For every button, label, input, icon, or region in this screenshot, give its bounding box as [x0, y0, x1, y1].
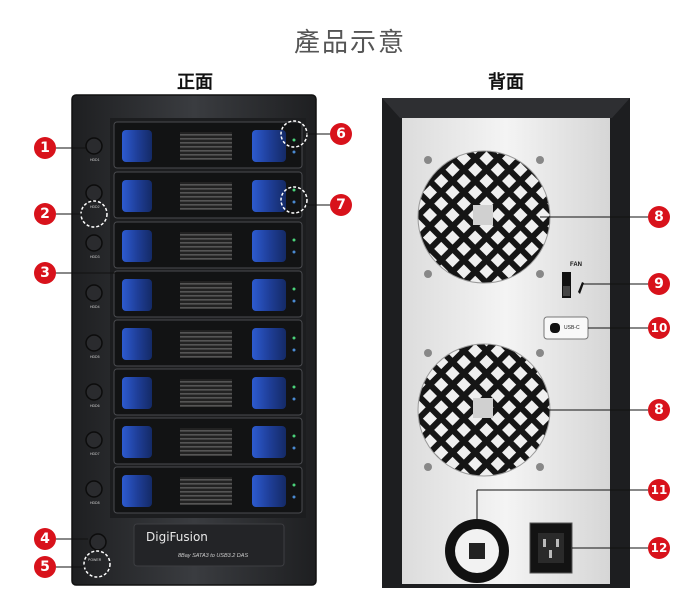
callout-1-badge: 1 — [34, 137, 56, 159]
callout-6-badge: 6 — [330, 123, 352, 145]
back-leader-lines — [476, 216, 648, 549]
back-view-label: 背面 — [488, 72, 524, 93]
bay-label-3: HDD3 — [90, 255, 100, 259]
rear-fan-bottom — [417, 343, 551, 477]
callout-10-badge: 10 — [648, 317, 670, 339]
callout-4-badge: 4 — [34, 528, 56, 550]
power-label: POWER — [88, 558, 102, 562]
power-switch[interactable] — [445, 519, 509, 583]
callout-12-badge: 12 — [648, 537, 670, 559]
front-buttons[interactable] — [85, 137, 107, 551]
callout-7-badge: 7 — [330, 194, 352, 216]
drive-trays[interactable] — [113, 121, 303, 514]
front-leader-lines — [56, 133, 330, 568]
callout-9-badge: 9 — [648, 273, 670, 295]
brand-name: DigiFusion — [146, 530, 208, 544]
bay-label-5: HDD5 — [90, 355, 100, 359]
front-view-label: 正面 — [177, 72, 213, 93]
model-text: 8Bay SATA3 to USB3.2 DAS — [178, 553, 249, 559]
bay-label-2: HDD2 — [90, 205, 100, 209]
usb-c-label: USB-C — [564, 325, 580, 331]
bay-label-4: HDD4 — [90, 305, 100, 309]
callout-8-bottom-badge: 8 — [648, 399, 670, 421]
brand-plate — [133, 523, 285, 567]
ac-power-socket[interactable] — [529, 522, 573, 574]
front-highlights — [80, 120, 308, 578]
fan-label: FAN — [570, 262, 582, 268]
callout-11-badge: 11 — [648, 479, 670, 501]
callout-2-badge: 2 — [34, 203, 56, 225]
bay-label-1: HDD1 — [90, 158, 100, 162]
rear-fan-top — [417, 150, 551, 284]
bay-label-7: HDD7 — [90, 452, 100, 456]
page-title: 產品示意 — [293, 28, 406, 58]
bay-label-8: HDD8 — [90, 501, 100, 505]
callout-3-badge: 3 — [34, 262, 56, 284]
callout-5-badge: 5 — [34, 556, 56, 578]
fan-switch[interactable] — [562, 272, 584, 298]
callout-8-top-badge: 8 — [648, 206, 670, 228]
bay-label-6: HDD6 — [90, 404, 100, 408]
